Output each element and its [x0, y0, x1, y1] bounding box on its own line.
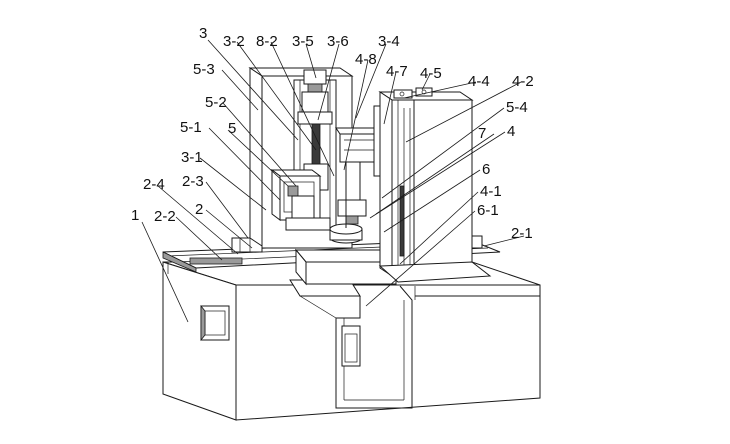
side-motor-block [270, 169, 331, 231]
label-2: 2 [195, 201, 203, 218]
label-3-4: 3-4 [378, 33, 400, 50]
label-5: 5 [228, 120, 236, 137]
label-3-2: 3-2 [223, 33, 245, 50]
work-table [294, 248, 398, 286]
label-3-5: 3-5 [292, 33, 314, 50]
label-2-3: 2-3 [182, 173, 204, 190]
label-4-1: 4-1 [480, 183, 502, 200]
label-7: 7 [478, 125, 486, 142]
label-1: 1 [131, 207, 139, 224]
label-2-4: 2-4 [143, 176, 165, 193]
label-2-1: 2-1 [511, 225, 533, 242]
label-4-8: 4-8 [355, 51, 377, 68]
label-5-4: 5-4 [506, 99, 528, 116]
label-4-5: 4-5 [420, 65, 442, 82]
label-6-1: 6-1 [477, 202, 499, 219]
label-3-6: 3-6 [327, 33, 349, 50]
label-3-1: 3-1 [181, 149, 203, 166]
label-5-3: 5-3 [193, 61, 215, 78]
label-4-4: 4-4 [468, 73, 490, 90]
callout-labels: 1 2 2-1 2-2 2-3 2-4 3 3-1 3-2 3-4 3-5 3-… [131, 25, 534, 242]
label-2-2: 2-2 [154, 208, 176, 225]
label-5-1: 5-1 [180, 119, 202, 136]
label-4: 4 [507, 123, 515, 140]
label-8-2: 8-2 [256, 33, 278, 50]
label-4-2: 4-2 [512, 73, 534, 90]
label-4-7: 4-7 [386, 63, 408, 80]
label-6: 6 [482, 161, 490, 178]
leader-lines [141, 39, 525, 323]
label-5-2: 5-2 [205, 94, 227, 111]
spindle-head [329, 127, 385, 244]
base-cabinet [162, 261, 541, 421]
label-3: 3 [199, 25, 207, 42]
